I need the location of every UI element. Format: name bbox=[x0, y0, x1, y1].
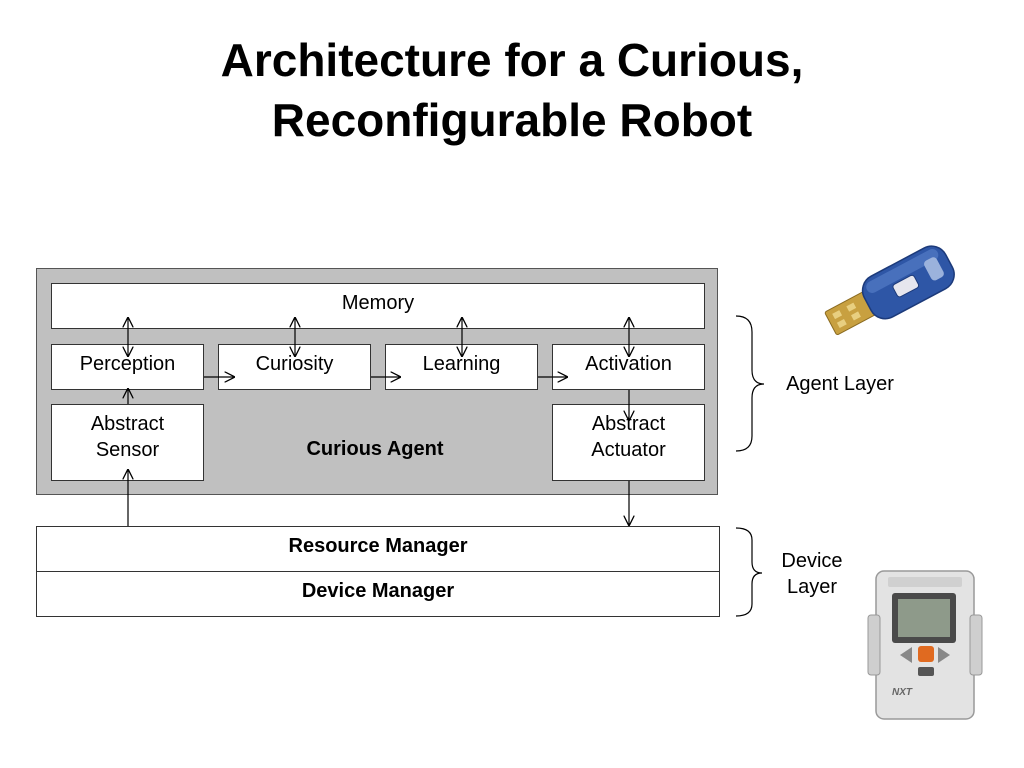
memory-label: Memory bbox=[341, 292, 415, 314]
perception-label: Perception bbox=[79, 353, 176, 375]
agent-layer-brace bbox=[735, 315, 765, 452]
nxt-brick-icon: NXT bbox=[866, 565, 984, 723]
usb-bluetooth-dongle-icon bbox=[812, 232, 962, 342]
slide-title: Architecture for a Curious, Reconfigurab… bbox=[0, 30, 1024, 150]
abstract-actuator-line-1: Abstract bbox=[591, 413, 666, 435]
abstract-sensor-line-2: Sensor bbox=[95, 439, 160, 461]
activation-label: Activation bbox=[585, 353, 672, 375]
device-layer-line-2: Layer bbox=[786, 576, 838, 598]
abstract-actuator-line-2: Actuator bbox=[591, 439, 666, 461]
device-layer-line-1: Device bbox=[781, 550, 843, 572]
curiosity-label: Curiosity bbox=[255, 353, 334, 375]
learning-label: Learning bbox=[422, 353, 501, 375]
nxt-brick-label: NXT bbox=[892, 687, 913, 698]
memory-box: Memory bbox=[51, 283, 705, 329]
device-manager-label: Device Manager bbox=[301, 580, 455, 602]
title-line-2: Reconfigurable Robot bbox=[271, 94, 753, 146]
activation-box: Activation bbox=[552, 344, 705, 390]
abstract-sensor-box: Abstract Sensor bbox=[51, 404, 204, 481]
device-layer-brace bbox=[735, 527, 763, 617]
curious-agent-label: Curious Agent bbox=[306, 438, 444, 460]
agent-layer-label: Agent Layer bbox=[786, 373, 894, 395]
device-manager-bar: Device Manager bbox=[36, 571, 720, 617]
device-layer-label: Device Layer bbox=[752, 548, 872, 600]
abstract-sensor-line-1: Abstract bbox=[90, 413, 165, 435]
title-line-1: Architecture for a Curious, bbox=[220, 34, 804, 86]
resource-manager-label: Resource Manager bbox=[288, 535, 468, 557]
